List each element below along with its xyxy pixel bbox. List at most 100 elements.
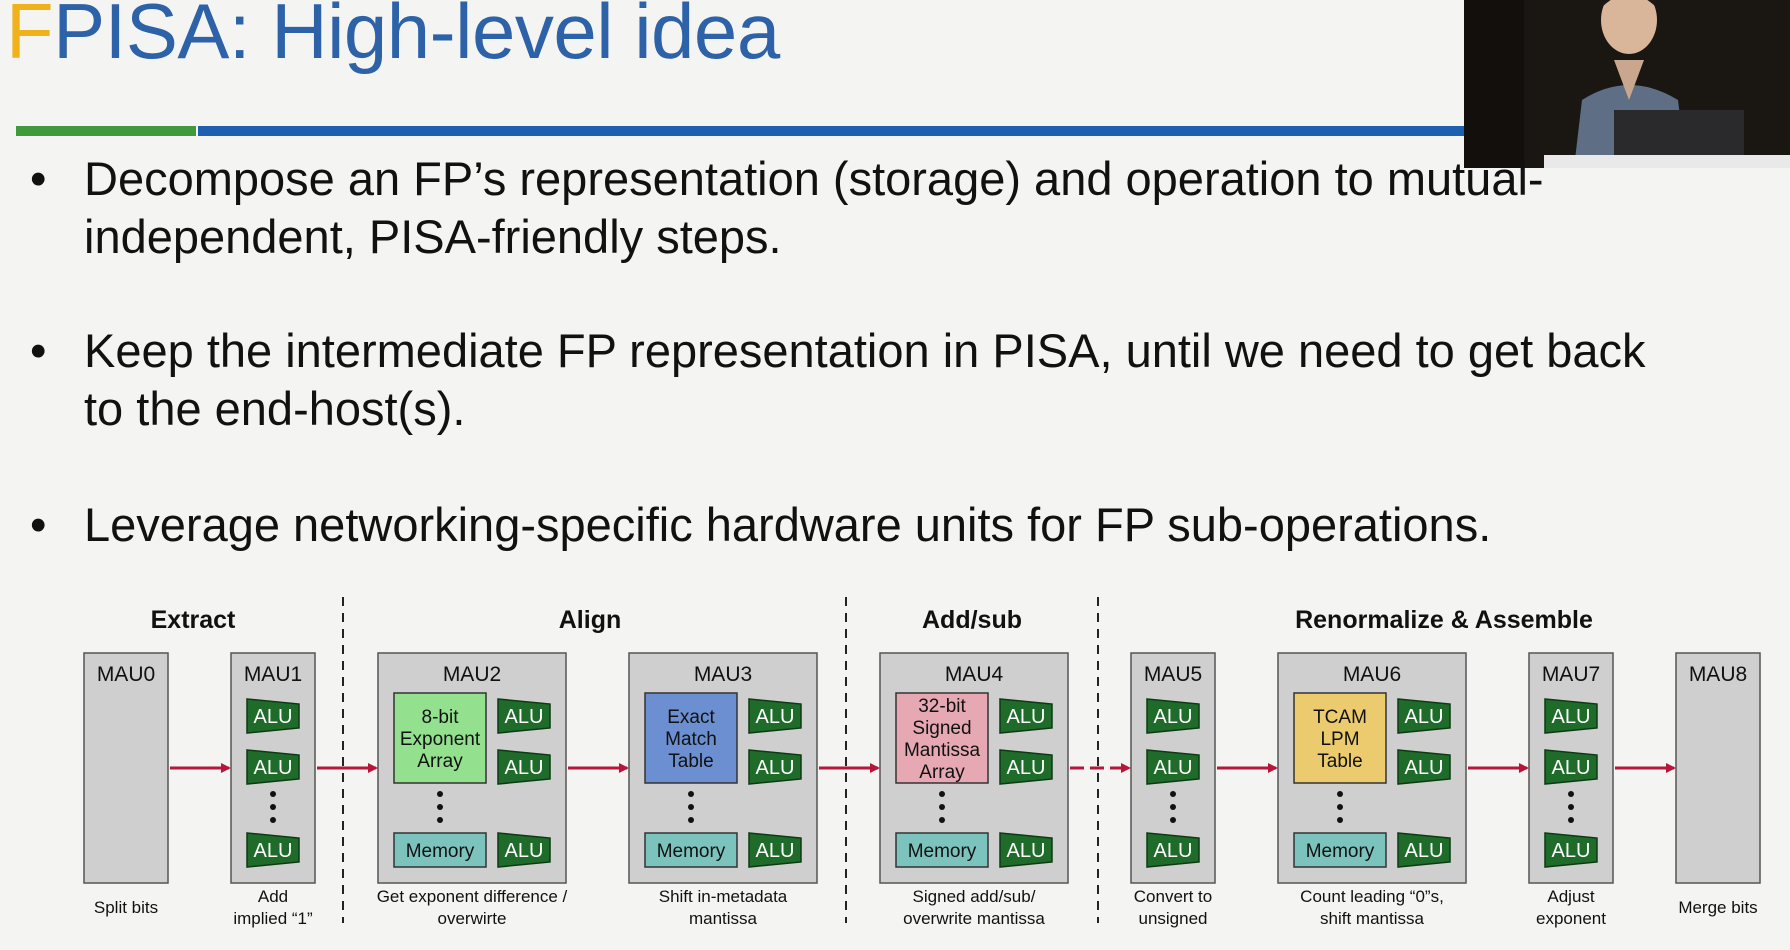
- alu-label: ALU: [1405, 757, 1444, 779]
- stage-label: Extract: [151, 606, 236, 634]
- alu-label: ALU: [254, 706, 293, 728]
- mau-label: MAU8: [1689, 663, 1747, 686]
- memory-unit: [644, 832, 738, 868]
- memory-label: Memory: [406, 841, 475, 862]
- alu-shape: [497, 749, 551, 785]
- title-prefix: F: [6, 0, 54, 75]
- mau-box: [83, 652, 169, 884]
- alu-unit: ALU: [1544, 749, 1598, 785]
- ellipsis-dot: [1568, 804, 1574, 810]
- table-label: Table: [668, 751, 713, 772]
- alu-label: ALU: [1405, 706, 1444, 728]
- mau-caption: Get exponent difference /: [377, 887, 568, 906]
- alu-label: ALU: [1007, 840, 1046, 862]
- ellipsis-dot: [437, 804, 443, 810]
- ellipsis-dot: [1170, 804, 1176, 810]
- bullet-marker: •: [30, 152, 47, 205]
- mau-label: MAU7: [1542, 663, 1600, 686]
- alu-shape: [748, 832, 802, 868]
- ellipsis-dot: [688, 804, 694, 810]
- mau-label: MAU3: [694, 663, 752, 686]
- alu-label: ALU: [254, 757, 293, 779]
- table-label: Array: [417, 751, 463, 772]
- lookup-table: [644, 692, 738, 784]
- alu-label: ALU: [756, 840, 795, 862]
- alu-shape: [1544, 749, 1598, 785]
- ellipsis-dot: [939, 817, 945, 823]
- alu-label: ALU: [1154, 840, 1193, 862]
- ellipsis-dot: [688, 817, 694, 823]
- ellipsis-dot: [437, 791, 443, 797]
- alu-label: ALU: [1154, 706, 1193, 728]
- alu-shape: [1544, 698, 1598, 734]
- table-label: Signed: [912, 718, 971, 739]
- bullet-line: Leverage networking-specific hardware un…: [84, 498, 1492, 551]
- ellipsis-dot: [270, 817, 276, 823]
- alu-label: ALU: [1154, 757, 1193, 779]
- alu-label: ALU: [1405, 840, 1444, 862]
- mau-label: MAU5: [1144, 663, 1202, 686]
- alu-unit: ALU: [748, 698, 802, 734]
- alu-shape: [748, 749, 802, 785]
- table-label: Exponent: [400, 729, 481, 750]
- mau-0: MAU0: [83, 652, 169, 884]
- ellipsis-dot: [1568, 791, 1574, 797]
- alu-label: ALU: [505, 706, 544, 728]
- ellipsis-dot: [1337, 791, 1343, 797]
- table-label: Mantissa: [904, 740, 980, 761]
- speaker-video: [1464, 0, 1790, 168]
- mau-caption: Split bits: [94, 898, 158, 917]
- alu-shape: [1397, 749, 1451, 785]
- alu-unit: ALU: [497, 698, 551, 734]
- alu-label: ALU: [756, 706, 795, 728]
- title-rest: PISA: High-level idea: [53, 0, 780, 75]
- bullet-marker: •: [30, 498, 47, 551]
- alu-unit: ALU: [999, 698, 1053, 734]
- alu-shape: [999, 749, 1053, 785]
- lookup-table: [1293, 692, 1387, 784]
- stage-label: Align: [559, 606, 622, 634]
- mau-caption: unsigned: [1138, 909, 1207, 928]
- alu-label: ALU: [1552, 706, 1591, 728]
- lookup-table: [393, 692, 487, 784]
- table-label: Exact: [667, 707, 715, 728]
- alu-unit: ALU: [246, 698, 300, 734]
- alu-unit: ALU: [1544, 698, 1598, 734]
- table-label: 8-bit: [422, 707, 460, 728]
- alu-unit: ALU: [1397, 749, 1451, 785]
- ellipsis-dot: [939, 804, 945, 810]
- alu-shape: [246, 749, 300, 785]
- alu-unit: ALU: [1146, 749, 1200, 785]
- mau-caption: shift mantissa: [1320, 909, 1424, 928]
- ellipsis-dot: [1337, 817, 1343, 823]
- bullet-line: Decompose an FP’s representation (storag…: [84, 152, 1544, 205]
- bullet-marker: •: [30, 324, 47, 377]
- mau-caption: Adjust: [1547, 887, 1595, 906]
- mau-caption: Signed add/sub/: [913, 887, 1036, 906]
- mau-caption: overwirte: [438, 909, 507, 928]
- title-underline-blue: [198, 126, 1468, 136]
- mau-caption: mantissa: [689, 909, 758, 928]
- alu-shape: [1146, 749, 1200, 785]
- alu-shape: [497, 832, 551, 868]
- table-label: Table: [1317, 751, 1362, 772]
- alu-label: ALU: [254, 840, 293, 862]
- memory-label: Memory: [908, 841, 977, 862]
- alu-shape: [1146, 698, 1200, 734]
- alu-unit: ALU: [748, 832, 802, 868]
- alu-unit: ALU: [1146, 832, 1200, 868]
- mau-caption: implied “1”: [233, 909, 313, 928]
- alu-label: ALU: [1007, 706, 1046, 728]
- alu-label: ALU: [505, 840, 544, 862]
- alu-shape: [1397, 698, 1451, 734]
- ellipsis-dot: [270, 804, 276, 810]
- title-underline-green: [16, 126, 196, 136]
- table-label: Match: [665, 729, 717, 750]
- mau-label: MAU1: [244, 663, 302, 686]
- mau-label: MAU4: [945, 663, 1004, 686]
- alu-shape: [1146, 832, 1200, 868]
- table-label: 32-bit: [918, 696, 966, 717]
- slide-title: FPISA: High-level idea: [6, 0, 780, 77]
- alu-label: ALU: [1007, 757, 1046, 779]
